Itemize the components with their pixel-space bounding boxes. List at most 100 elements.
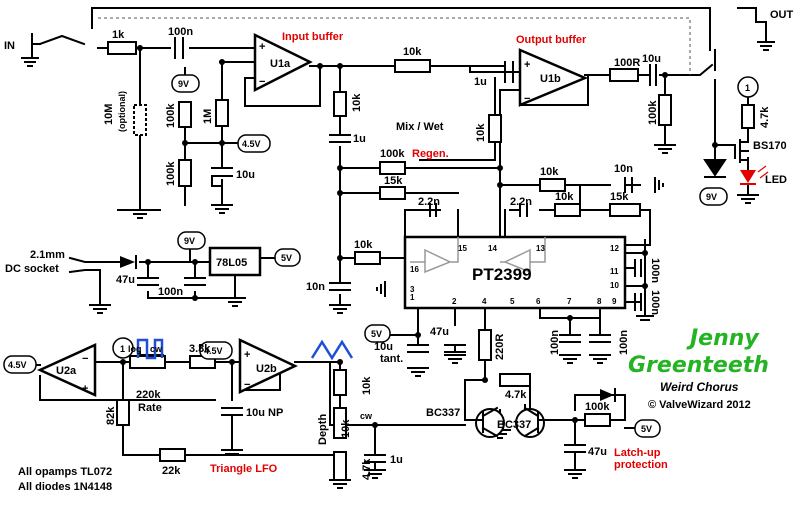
tag-1-b: 1 (120, 344, 125, 354)
resistor-10k-c (554, 203, 581, 217)
mosfet-bs170 (734, 139, 749, 163)
resistor-1k (107, 41, 137, 55)
resistor-10k-b (539, 178, 566, 192)
capacitor-100n-1 (634, 259, 642, 277)
resistor-10k-v (333, 91, 347, 117)
potentiometer-mix (488, 114, 502, 143)
capacitor-10u-out (649, 64, 657, 86)
label-10k-b: 10k (540, 166, 559, 178)
resistor-82k (116, 399, 130, 426)
resistor-220R (478, 329, 492, 361)
resistor-100k-regen (379, 161, 406, 175)
pt2399-chip: PT2399 16 1 2 3 4 5 6 7 8 9 10 11 12 13 … (403, 235, 627, 310)
capacitors (137, 37, 657, 463)
label-10n-a: 10n (306, 281, 325, 293)
label-100n-3: 100n (549, 330, 561, 355)
bc337-a-label: BC337 (426, 407, 460, 419)
capacitor-2n2-a (429, 203, 437, 217)
depth-label: Depth (317, 414, 329, 445)
label-15k-a: 15k (384, 175, 403, 187)
pin-14: 14 (488, 244, 497, 253)
tag-4v5-b: 4.5V (8, 360, 27, 370)
svg-text:−: − (244, 379, 250, 391)
label-1u-a: 1u (353, 133, 366, 145)
pin-6: 6 (536, 297, 541, 306)
label-100k-a: 100k (165, 103, 177, 128)
supply-tags: 9V 4.5V 9V 1 9V 5V 5V 4.5V 1 4.5V 5V (3, 74, 759, 438)
resistor-100k-latch (584, 413, 611, 427)
label-22k: 22k (162, 465, 181, 477)
chip-name: PT2399 (472, 265, 532, 284)
mix-wet-label: Mix / Wet (396, 121, 444, 133)
bs170-label: BS170 (753, 140, 787, 152)
resistor-22k (159, 448, 186, 462)
label-100n-reg: 100n (158, 286, 183, 298)
label-3k3: 3.3k (189, 343, 211, 355)
capacitor-47u-latch (564, 444, 586, 453)
resistor-100k-a (178, 101, 192, 128)
pin-12: 12 (610, 244, 619, 253)
capacitor-47u-reg (137, 277, 159, 286)
resistor-10k-d (354, 251, 381, 265)
svg-text:+: + (259, 41, 265, 53)
label-10k-d: 10k (354, 239, 373, 251)
title-block: Jenny Greenteeth Weird Chorus © ValveWiz… (628, 326, 769, 411)
label-4k7-led: 4.7k (759, 106, 771, 128)
grounds (89, 144, 759, 489)
component-labels: 1k 100n 10M (optional) 100k 100k 1M 10u … (103, 26, 771, 480)
resistor-4k7-led (741, 104, 755, 129)
pin-11: 11 (610, 267, 619, 276)
svg-text:+: + (82, 383, 88, 395)
section-labels: Input buffer Output buffer Triangle LFO … (210, 31, 668, 475)
pin-8: 8 (597, 297, 602, 306)
label-2n2-b: 2.2n (510, 196, 532, 208)
resistor-100k-out (658, 94, 672, 126)
led-label: LED (765, 174, 787, 186)
dc-socket-label-1: 2.1mm (30, 249, 65, 261)
label-100k-out: 100k (647, 100, 659, 125)
pin-1: 1 (410, 293, 415, 302)
dc-socket-label-2: DC socket (5, 263, 59, 275)
junctions (120, 45, 718, 428)
capacitor-100n-2 (634, 293, 642, 311)
note-opamps: All opamps TL072 (18, 466, 112, 478)
input-label: IN (4, 40, 15, 52)
label-100R: 100R (614, 57, 640, 69)
tag-5v-a: 5V (281, 253, 292, 263)
resistor-100R (609, 68, 639, 82)
tag-9v-b: 9V (706, 192, 717, 202)
transistor-bc337-b (515, 406, 546, 438)
resistor-10M (133, 104, 147, 136)
misc-labels: Mix / Wet Rate Depth log cw cw BS170 LED… (5, 121, 787, 493)
pin-9: 9 (612, 297, 617, 306)
opamp-u2b: + − U2b (238, 338, 298, 394)
title-line-1: Jenny (686, 326, 760, 351)
label-10k-depth-pot: 10k (340, 419, 352, 438)
title-line-2: Greenteeth (628, 353, 769, 378)
pin-16: 16 (410, 265, 419, 274)
label-tant: tant. (380, 353, 403, 365)
resistor-100k-b (178, 159, 192, 187)
subtitle: Weird Chorus (660, 380, 739, 394)
input-buffer-label: Input buffer (282, 31, 344, 43)
label-10k-v: 10k (351, 93, 363, 112)
resistor-15k-a (379, 186, 406, 200)
capacitor-47u-b (444, 344, 466, 353)
opamp-u1a: + − U1a (253, 32, 313, 93)
label-optional: (optional) (117, 91, 127, 132)
u1b-label: U1b (540, 73, 561, 85)
label-4k7-b: 4.7k (505, 389, 527, 401)
bypass-dashed-line (98, 17, 691, 75)
label-10u-tant: 10u (374, 341, 393, 353)
label-1u-depth: 1u (390, 454, 403, 466)
capacitor-1u-a (329, 134, 351, 143)
ground-icon-right (654, 177, 664, 193)
label-10k-pot: 10k (475, 123, 487, 142)
cw-label-rate: cw (150, 344, 163, 354)
label-100k-b: 100k (165, 161, 177, 186)
pin-5: 5 (510, 297, 515, 306)
log-label: log (128, 344, 142, 354)
input-jack: IN (4, 40, 39, 67)
pin-3: 3 (410, 285, 415, 294)
label-15k-b: 15k (610, 191, 629, 203)
